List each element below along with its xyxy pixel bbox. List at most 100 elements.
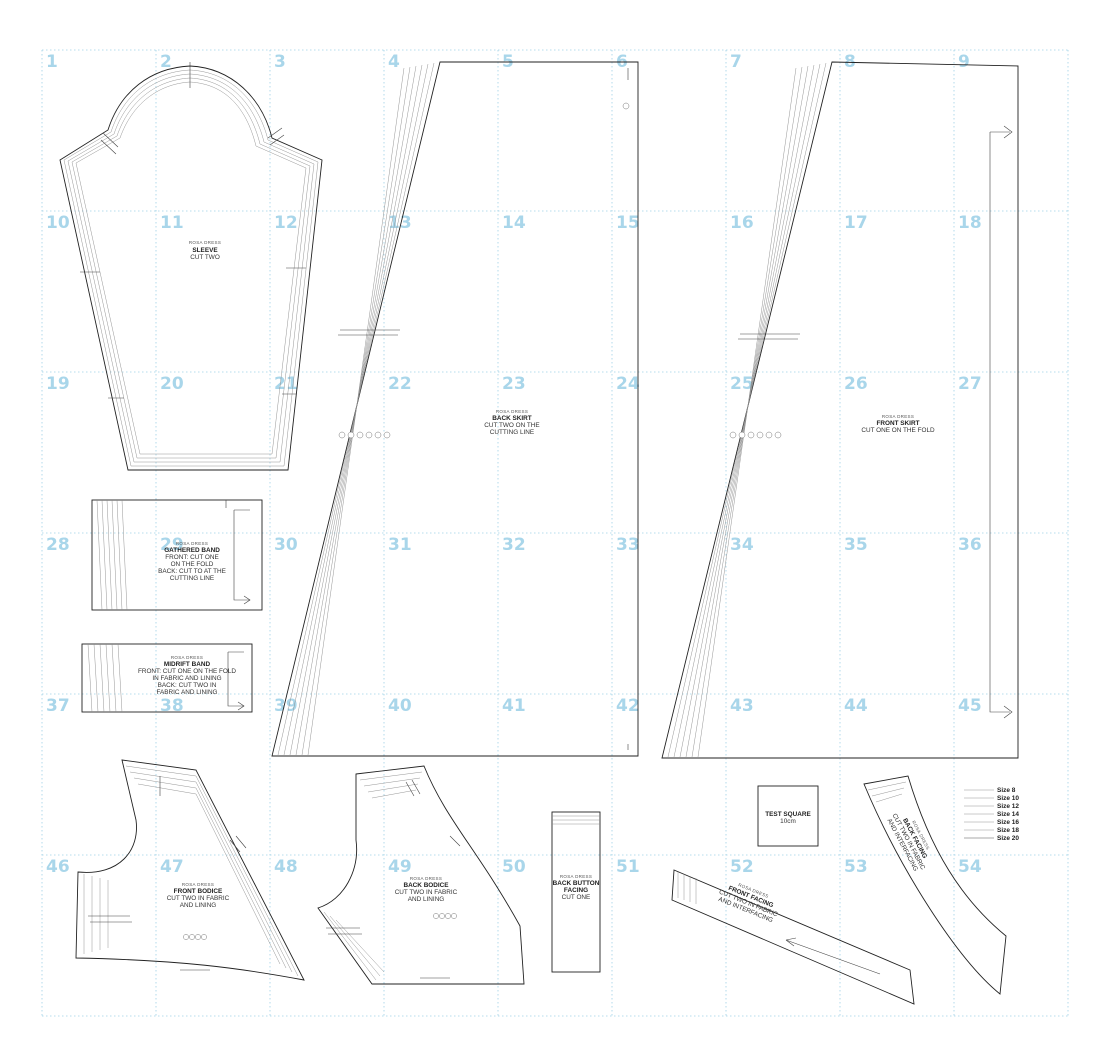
back-facing-piece	[863, 775, 1007, 995]
label-test-square: TEST SQUARE 10cm	[765, 811, 811, 825]
page-number: 46	[46, 857, 70, 877]
page-number: 4	[388, 52, 400, 72]
brand-text: ROSA DRESS	[882, 414, 914, 419]
back-skirt-piece	[271, 61, 639, 757]
button-placement-marks	[433, 913, 457, 919]
test-square-size: 10cm	[780, 818, 796, 825]
page-number: 9	[958, 52, 970, 72]
piece-instruction: FRONT: CUT ONE ON THE FOLD	[138, 668, 236, 675]
piece-instruction: CUT TWO ON THE	[484, 422, 539, 429]
page-number: 29	[160, 535, 184, 555]
page-number: 24	[616, 374, 640, 394]
page-number: 19	[46, 374, 70, 394]
piece-instruction: CUT TWO IN FABRIC	[395, 889, 458, 896]
brand-text: ROSA DRESS	[189, 240, 221, 245]
button-placement-marks	[729, 431, 782, 439]
page-number: 50	[502, 857, 526, 877]
page-number: 15	[616, 213, 640, 233]
page-number: 26	[844, 374, 868, 394]
size-legend-label: Size 10	[997, 795, 1019, 802]
page-number: 37	[46, 696, 70, 716]
label-back-skirt: ROSA DRESS BACK SKIRT CUT TWO ON THE CUT…	[484, 409, 539, 436]
page-number: 54	[958, 857, 982, 877]
page-number: 18	[958, 213, 982, 233]
piece-instruction: CUTTING LINE	[490, 429, 534, 436]
page-number: 52	[730, 857, 754, 877]
piece-instruction: BACK: CUT TWO IN	[158, 682, 217, 689]
test-square	[757, 785, 819, 847]
piece-title: GATHERED BAND	[164, 547, 220, 554]
page-number: 22	[388, 374, 412, 394]
piece-title: MIDRIFT BAND	[164, 661, 211, 668]
page-number: 51	[616, 857, 640, 877]
label-gathered-band: ROSA DRESS GATHERED BAND FRONT: CUT ONE …	[158, 541, 226, 582]
piece-title: BACK BODICE	[403, 882, 449, 889]
piece-instruction: FRONT: CUT ONE	[165, 554, 219, 561]
size-legend	[964, 789, 994, 839]
page-number: 32	[502, 535, 526, 555]
label-front-bodice: ROSA DRESS FRONT BODICE CUT TWO IN FABRI…	[167, 882, 230, 909]
size-legend-label: Size 20	[997, 835, 1019, 842]
page-number: 1	[46, 52, 58, 72]
gathered-band-piece	[91, 499, 263, 611]
page-number: 40	[388, 696, 412, 716]
piece-title: FRONT BODICE	[174, 888, 223, 895]
size-legend-label: Size 12	[997, 803, 1019, 810]
sleeve-cut-line	[59, 65, 323, 471]
piece-title: BACK BUTTON	[553, 880, 600, 887]
page-number: 25	[730, 374, 754, 394]
page-number: 7	[730, 52, 742, 72]
label-midrift-band: ROSA DRESS MIDRIFT BAND FRONT: CUT ONE O…	[138, 655, 236, 696]
page-number: 48	[274, 857, 298, 877]
page-number: 14	[502, 213, 526, 233]
page-number: 43	[730, 696, 754, 716]
piece-title: FRONT SKIRT	[877, 420, 920, 427]
page-number: 39	[274, 696, 298, 716]
size-legend-label: Size 16	[997, 819, 1019, 826]
label-sleeve: ROSA DRESS SLEEVE CUT TWO	[189, 240, 221, 261]
label-back-button-facing: ROSA DRESS BACK BUTTON FACING CUT ONE	[553, 874, 600, 901]
size-legend-labels: Size 8 Size 10 Size 12 Size 14 Size 16 S…	[997, 787, 1019, 842]
piece-instruction: AND LINING	[180, 902, 217, 909]
page-number: 45	[958, 696, 982, 716]
piece-instruction: FABRIC AND LINING	[156, 689, 217, 696]
page-number: 42	[616, 696, 640, 716]
page-number: 35	[844, 535, 868, 555]
page-number: 49	[388, 857, 412, 877]
button-placement-marks	[183, 934, 207, 940]
piece-instruction: IN FABRIC AND LINING	[152, 675, 221, 682]
page-number: 36	[958, 535, 982, 555]
test-square-title: TEST SQUARE	[765, 811, 811, 818]
piece-title: SLEEVE	[192, 247, 218, 254]
piece-instruction: AND LINING	[408, 896, 445, 903]
button-placement-marks	[338, 431, 391, 439]
brand-text: ROSA DRESS	[410, 876, 442, 881]
piece-instruction: CUTTING LINE	[170, 575, 214, 582]
piece-instruction: BACK: CUT TO AT THE	[158, 568, 226, 575]
page-number: 10	[46, 213, 70, 233]
page-number: 41	[502, 696, 526, 716]
label-front-skirt: ROSA DRESS FRONT SKIRT CUT ONE ON THE FO…	[861, 414, 935, 434]
page-number: 53	[844, 857, 868, 877]
page-number: 23	[502, 374, 526, 394]
page-number: 31	[388, 535, 412, 555]
piece-instruction: CUT ONE	[562, 894, 591, 901]
page-number: 28	[46, 535, 70, 555]
size-legend-label: Size 14	[997, 811, 1019, 818]
front-facing-piece	[671, 869, 915, 1005]
front-bodice-piece	[75, 759, 305, 981]
page-number: 38	[160, 696, 184, 716]
page-number: 16	[730, 213, 754, 233]
label-back-facing: ROSA DRESS BACK FACING CUT TWO IN FABRIC…	[886, 812, 931, 872]
piece-instruction: ON THE FOLD	[171, 561, 214, 568]
brand-text: ROSA DRESS	[496, 409, 528, 414]
brand-text: ROSA DRESS	[182, 882, 214, 887]
page-number: 44	[844, 696, 868, 716]
brand-text: ROSA DRESS	[176, 541, 208, 546]
piece-instruction: CUT ONE ON THE FOLD	[861, 427, 935, 434]
page-number: 17	[844, 213, 868, 233]
size-legend-label: Size 8	[997, 787, 1016, 794]
page-number: 27	[958, 374, 982, 394]
